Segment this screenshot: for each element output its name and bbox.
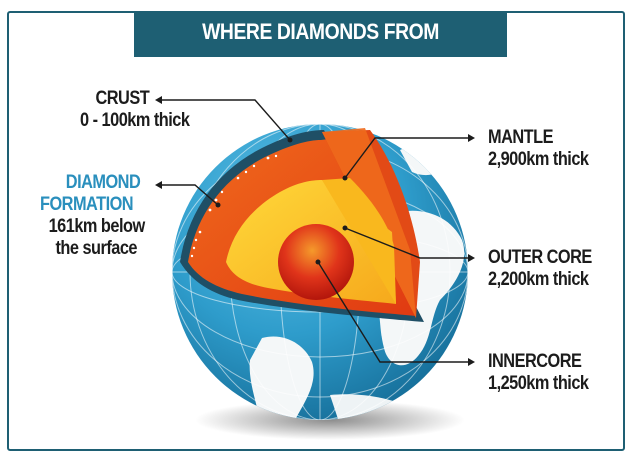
crust-pointer xyxy=(160,99,291,141)
outer-core-pointer xyxy=(344,227,470,259)
crust-detail: 0 - 100km thick xyxy=(80,110,190,131)
diamond-detail-line2: the surface xyxy=(55,238,137,259)
outer-core-cut-face xyxy=(322,178,396,304)
diamond-pointer xyxy=(160,184,219,206)
title-banner xyxy=(134,11,507,57)
inner-core-label: INNERCORE 1,250km thick xyxy=(488,351,589,395)
diamond-name-line2: FORMATION xyxy=(40,194,134,215)
pointer-dots xyxy=(155,96,475,366)
inner-core-name: INNERCORE xyxy=(488,351,582,372)
crust-name: CRUST xyxy=(95,88,150,109)
mantle-detail: 2,900km thick xyxy=(488,149,589,170)
inner-core-detail: 1,250km thick xyxy=(488,373,589,394)
diamond-name-line1: DIAMOND xyxy=(65,172,141,193)
mantle-label: MANTLE 2,900km thick xyxy=(488,127,589,171)
outer-core-name: OUTER CORE xyxy=(488,247,592,268)
globe-shadow xyxy=(195,400,465,440)
continent-south-america xyxy=(249,336,314,420)
outer-core-label: OUTER CORE 2,200km thick xyxy=(488,247,592,291)
diamond-sparkles xyxy=(190,154,278,258)
outer-core-detail: 2,200km thick xyxy=(488,269,589,290)
page-title: WHERE DIAMONDS FROM xyxy=(202,19,439,44)
mantle-name: MANTLE xyxy=(488,127,553,148)
mantle-pointer xyxy=(344,137,470,179)
pointer-lines xyxy=(160,99,470,363)
diamond-detail-line1: 161km below xyxy=(48,216,146,237)
diamond-formation-label: DIAMOND FORMATION 161km below the surfac… xyxy=(40,172,145,260)
inner-core-pointer xyxy=(317,261,470,363)
crust-label: CRUST 0 - 100km thick xyxy=(80,88,190,132)
